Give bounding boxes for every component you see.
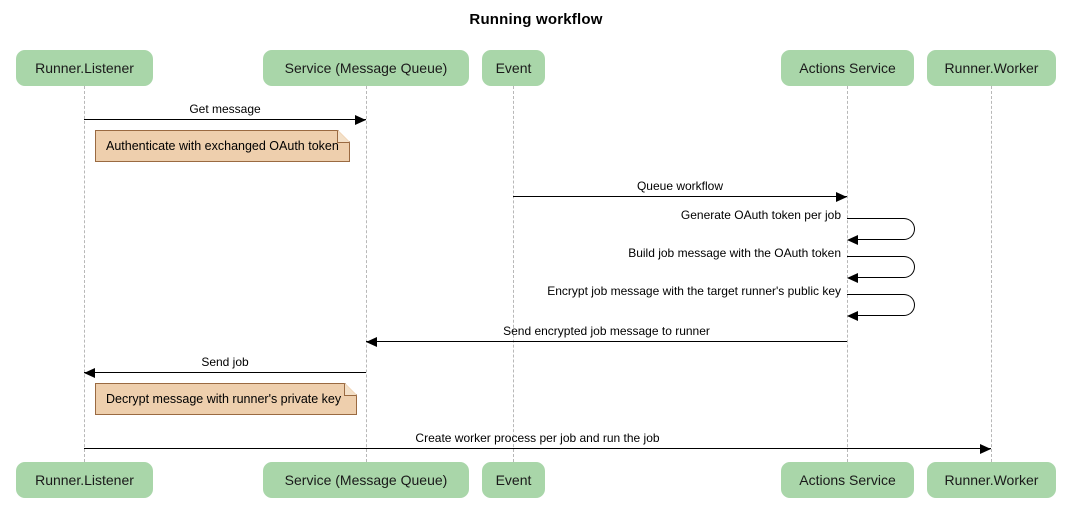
message-label-m6: Send encrypted job message to runner [503, 324, 710, 338]
diagram-title: Running workflow [469, 11, 603, 28]
participant-service_queue-top[interactable]: Service (Message Queue) [263, 50, 469, 86]
participant-label: Service (Message Queue) [284, 472, 448, 488]
participant-label: Event [495, 60, 532, 76]
message-line-m2 [513, 196, 847, 197]
message-line-m1 [84, 119, 366, 120]
lifeline-event [513, 86, 514, 462]
message-label-m3: Generate OAuth token per job [680, 208, 841, 222]
note-text: Authenticate with exchanged OAuth token [106, 139, 339, 153]
self-message-loop-cap [904, 294, 915, 316]
participant-label: Runner.Listener [35, 60, 134, 76]
message-line-m8 [84, 448, 991, 449]
message-line-m7 [84, 372, 366, 373]
lifeline-runner_listener [84, 86, 85, 462]
participant-label: Runner.Worker [944, 472, 1039, 488]
arrowhead-left-icon [847, 235, 858, 245]
self-message-m4 [847, 256, 915, 283]
lifeline-service_queue [366, 86, 367, 462]
participant-label: Event [495, 472, 532, 488]
self-message-top-segment [847, 218, 904, 219]
message-label-m5: Encrypt job message with the target runn… [547, 284, 841, 298]
arrowhead-right-icon [980, 443, 991, 454]
participant-event-top[interactable]: Event [482, 50, 545, 86]
arrowhead-left-icon [84, 367, 95, 378]
participant-label: Runner.Worker [944, 60, 1039, 76]
lifeline-runner_worker [991, 86, 992, 462]
note-n1: Authenticate with exchanged OAuth token [95, 130, 350, 162]
self-message-m3 [847, 218, 915, 245]
participant-label: Actions Service [799, 60, 896, 76]
message-label-m2: Queue workflow [636, 179, 724, 193]
self-message-bottom-segment [857, 238, 904, 240]
participant-label: Actions Service [799, 472, 896, 488]
arrowhead-left-icon [847, 311, 858, 321]
note-n2: Decrypt message with runner's private ke… [95, 383, 357, 415]
message-label-m7: Send job [201, 355, 249, 369]
participant-service_queue-bottom[interactable]: Service (Message Queue) [263, 462, 469, 498]
self-message-bottom-segment [857, 314, 904, 316]
participant-actions_service-bottom[interactable]: Actions Service [781, 462, 914, 498]
participant-runner_worker-bottom[interactable]: Runner.Worker [927, 462, 1056, 498]
self-message-top-segment [847, 256, 904, 257]
arrowhead-right-icon [836, 191, 847, 202]
message-label-m4: Build job message with the OAuth token [628, 246, 841, 260]
participant-event-bottom[interactable]: Event [482, 462, 545, 498]
self-message-m5 [847, 294, 915, 321]
participant-runner_listener-bottom[interactable]: Runner.Listener [16, 462, 153, 498]
note-text: Decrypt message with runner's private ke… [106, 392, 342, 406]
participant-actions_service-top[interactable]: Actions Service [781, 50, 914, 86]
participant-label: Service (Message Queue) [284, 60, 448, 76]
arrowhead-left-icon [847, 273, 858, 283]
message-label-m1: Get message [189, 102, 261, 116]
message-line-m6 [366, 341, 847, 342]
self-message-bottom-segment [857, 276, 904, 278]
arrowhead-right-icon [355, 114, 366, 125]
participant-label: Runner.Listener [35, 472, 134, 488]
message-label-m8: Create worker process per job and run th… [415, 431, 660, 445]
self-message-loop-cap [904, 218, 915, 240]
participant-runner_worker-top[interactable]: Runner.Worker [927, 50, 1056, 86]
self-message-top-segment [847, 294, 904, 295]
arrowhead-left-icon [366, 336, 377, 347]
participant-runner_listener-top[interactable]: Runner.Listener [16, 50, 153, 86]
self-message-loop-cap [904, 256, 915, 278]
